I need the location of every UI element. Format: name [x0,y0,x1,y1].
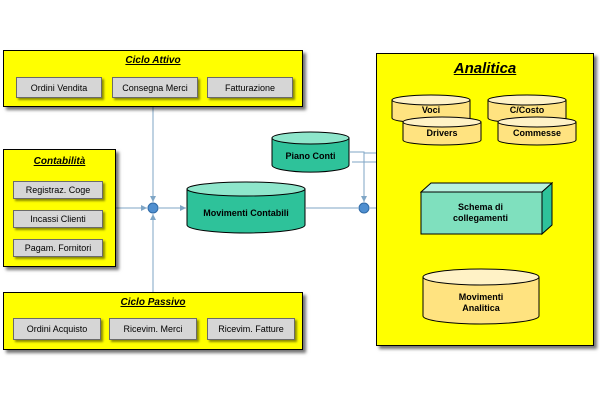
movimenti-contabili-label: Movimenti Contabili [203,208,289,218]
incassi-clienti-button[interactable]: Incassi Clienti [13,210,103,228]
registraz-coge-button[interactable]: Registraz. Coge [13,181,103,199]
movimenti-analitica-cylinder[interactable]: Movimenti Analitica [422,268,540,326]
piano-conti-label: Piano Conti [285,151,336,161]
junction-node-right [358,202,370,214]
ciclo-passivo-panel: Ciclo Passivo Ordini Acquisto Ricevim. M… [3,292,303,350]
contabilita-title: Contabilità [33,156,86,167]
drivers-label: Drivers [426,128,458,138]
database-shape [186,181,306,234]
database-shape [422,268,540,325]
drivers-cylinder[interactable]: Drivers [402,116,482,146]
schema-line2-label: collegamenti [452,213,508,223]
ordini-vendita-button[interactable]: Ordini Vendita [16,77,102,98]
arrow-head [180,205,186,211]
box-3d-shape [420,182,553,236]
schema-collegamenti-box[interactable]: Schema di collegamenti [420,182,553,236]
ordini-acquisto-button[interactable]: Ordini Acquisto [13,318,101,340]
voci-label: Voci [421,105,441,115]
arrow-head [361,196,367,202]
analitica-panel: Analitica Voci C/Costo Drivers Commesse [376,53,594,346]
piano-conti-cylinder[interactable]: Piano Conti [271,131,350,173]
contabilita-panel: Contabilità Registraz. Coge Incassi Clie… [3,149,116,267]
ricevim-fatture-button[interactable]: Ricevim. Fatture [207,318,295,340]
commesse-label: Commesse [512,128,562,138]
pagam-fornitori-button[interactable]: Pagam. Fornitori [13,239,103,257]
schema-line1-label: Schema di [457,202,504,212]
database-shape [497,116,577,146]
arrow-head [150,196,156,202]
movimenti-contabili-cylinder[interactable]: Movimenti Contabili [186,181,306,235]
arrow-head [150,214,156,220]
connector-piano-conti [350,151,365,202]
analitica-title: Analitica [453,60,517,77]
database-shape [402,116,482,146]
database-shape [271,131,350,173]
ciclo-attivo-panel: Ciclo Attivo Ordini Vendita Consegna Mer… [3,50,303,107]
ricevim-merci-button[interactable]: Ricevim. Merci [109,318,197,340]
c-costo-label: C/Costo [509,105,545,115]
ciclo-attivo-title: Ciclo Attivo [125,55,181,66]
consegna-merci-button[interactable]: Consegna Merci [112,77,198,98]
ciclo-passivo-title: Ciclo Passivo [120,297,186,308]
commesse-cylinder[interactable]: Commesse [497,116,577,146]
movimenti-analitica-line2: Analitica [462,303,500,313]
junction-node-left [147,202,159,214]
movimenti-analitica-line1: Movimenti [458,292,504,302]
fatturazione-button[interactable]: Fatturazione [207,77,293,98]
arrow-head [141,205,147,211]
